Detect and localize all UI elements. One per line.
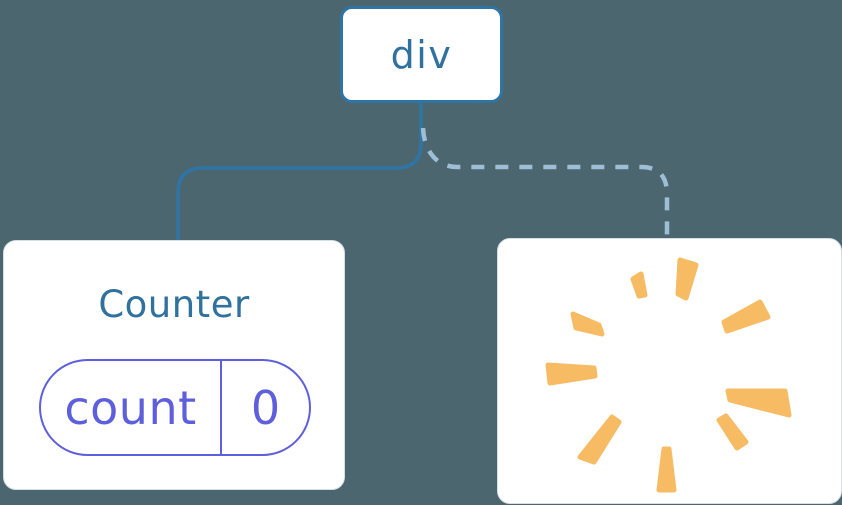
counter-card: Counter count 0 [3, 240, 345, 490]
connector-removed-dashed-line [420, 127, 670, 239]
connector-kept-solid-line [176, 101, 423, 243]
poof-icon [545, 257, 792, 493]
state-pill: count 0 [39, 359, 311, 456]
state-pill-key: count [64, 380, 197, 435]
root-node-label: div [390, 32, 453, 77]
state-pill-value: 0 [250, 380, 281, 435]
counter-card-title: Counter [98, 283, 250, 326]
removed-card [497, 238, 842, 504]
root-node-div: div [340, 6, 503, 103]
state-pill-divider [220, 361, 222, 454]
